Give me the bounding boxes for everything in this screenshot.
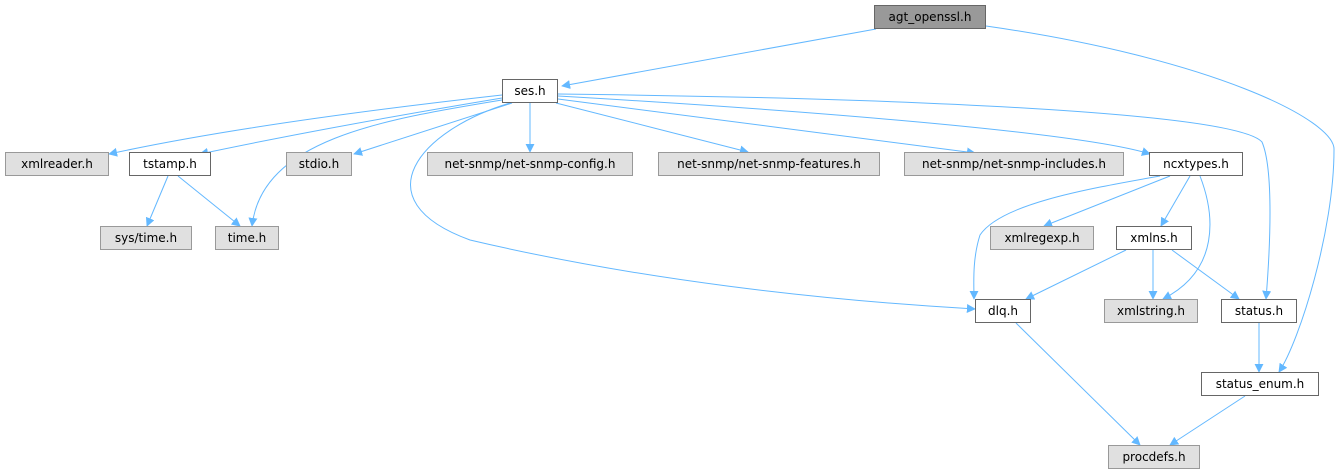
edge-tstamp-to-time [177, 175, 241, 227]
node-net-snmp-features-h: net-snmp/net-snmp-features.h [658, 152, 880, 176]
edge-ses-to-dlq [410, 102, 976, 314]
node-procdefs-h: procdefs.h [1108, 445, 1200, 469]
node-stdio-h: stdio.h [286, 152, 352, 176]
node-ncxtypes-h[interactable]: ncxtypes.h [1149, 152, 1243, 176]
node-time-h: time.h [215, 226, 279, 250]
node-sys-time-h: sys/time.h [100, 226, 192, 250]
node-xmlregexp-h: xmlregexp.h [990, 226, 1094, 250]
edge-agt_openssl-to-status_enum [985, 25, 1335, 373]
edge-ses-to-ncxtypes [557, 95, 1151, 156]
node-agt-openssl-h[interactable]: agt_openssl.h [874, 5, 986, 29]
edge-ses-to-xmlreader [108, 94, 503, 157]
edge-ses-to-netsnmp_includes [557, 98, 976, 157]
node-net-snmp-includes-h: net-snmp/net-snmp-includes.h [904, 152, 1124, 176]
edge-layer [108, 25, 1335, 446]
edge-ncxtypes-to-dlq [969, 175, 1161, 300]
edge-tstamp-to-systime [145, 175, 169, 227]
edge-status_enum-to-procdefs [1169, 395, 1246, 446]
node-net-snmp-config-h: net-snmp/net-snmp-config.h [427, 152, 633, 176]
edge-xmlns-to-dlq [1025, 249, 1127, 300]
edge-ncxtypes-to-xmlregexp [1043, 175, 1171, 228]
node-tstamp-h[interactable]: tstamp.h [129, 152, 211, 176]
edge-ncxtypes-to-xmlns [1160, 175, 1191, 227]
edge-dlq-to-procdefs [1015, 322, 1141, 446]
node-status-h[interactable]: status.h [1221, 299, 1297, 323]
edge-xmlns-to-status [1171, 249, 1240, 300]
edge-ncxtypes-to-xmlstring [1162, 175, 1211, 300]
node-status-enum-h[interactable]: status_enum.h [1201, 372, 1319, 396]
edge-ses-to-tstamp [199, 97, 503, 157]
edge-ses-to-netsnmp_features [555, 102, 749, 155]
node-ses-h[interactable]: ses.h [502, 79, 558, 103]
edge-ses-to-status [557, 93, 1272, 300]
node-xmlns-h[interactable]: xmlns.h [1116, 226, 1192, 250]
edge-ses-to-time [248, 99, 503, 227]
node-dlq-h[interactable]: dlq.h [975, 299, 1031, 323]
node-xmlstring-h: xmlstring.h [1104, 299, 1198, 323]
edge-agt_openssl-to-ses [561, 28, 877, 89]
node-xmlreader-h: xmlreader.h [5, 152, 109, 176]
